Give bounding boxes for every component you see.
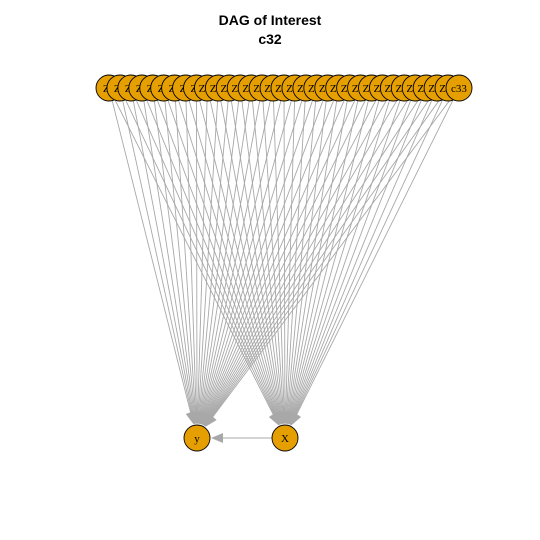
edge-x-to-y [211, 433, 272, 443]
edge-line [291, 100, 401, 418]
edge-z27-to-y [203, 99, 388, 426]
edge-line [135, 99, 277, 419]
edge-line [207, 98, 399, 420]
edge-line [294, 99, 454, 419]
edge-line [201, 100, 282, 417]
edge-z13-to-x [241, 100, 287, 425]
edge-line [209, 98, 441, 421]
edge-line [285, 100, 306, 417]
node-circle [271, 424, 299, 452]
edge-line [287, 100, 327, 417]
edge-line [289, 100, 359, 417]
edge-line [167, 100, 279, 418]
node-label: y [194, 433, 200, 445]
edge-line [290, 100, 380, 417]
edge-line [208, 98, 409, 420]
edge-line [292, 99, 422, 418]
edge-z5-to-y [153, 100, 199, 425]
node-y: y [183, 424, 211, 452]
edge-line [293, 99, 433, 419]
edge-line [197, 100, 219, 417]
edge-line [203, 100, 303, 418]
node-label: c33 [451, 83, 467, 95]
edge-line [185, 100, 197, 417]
edge-line [205, 99, 356, 419]
edge-line [164, 100, 196, 417]
edge-line [156, 100, 278, 418]
edge-line [200, 100, 261, 417]
edge-line [251, 100, 284, 417]
edge-line [111, 100, 193, 417]
edge-line [206, 99, 367, 419]
edge-line [206, 99, 377, 419]
edge-line [292, 100, 412, 418]
node-x: X [271, 424, 299, 452]
edge-line [205, 99, 345, 419]
edge-line [146, 99, 278, 418]
edge-z4-to-y [143, 100, 198, 425]
edge-z30-to-x [290, 99, 422, 426]
edge-line [262, 100, 285, 417]
edge-arrowhead [291, 412, 302, 426]
node-circle [183, 424, 211, 452]
edge-line [204, 100, 324, 418]
edge-line [286, 100, 317, 417]
edge-line [288, 100, 348, 417]
edge-z32-to-x [290, 99, 443, 426]
edge-line [197, 100, 208, 417]
node-layer: Z1Z2Z3Z4Z5Z6Z7Z8Z9Z10Z11Z12Z13Z14Z15Z16Z… [95, 74, 473, 452]
edge-line [188, 100, 280, 417]
edge-line [291, 100, 390, 418]
edge-line [209, 100, 281, 417]
edge-line [178, 100, 279, 418]
edge-line [293, 99, 443, 419]
edge-line [198, 100, 229, 417]
edge-line [203, 100, 314, 418]
edge-line [199, 100, 250, 417]
edge-line [208, 98, 420, 420]
edge-line [287, 100, 338, 417]
edge-line [201, 100, 271, 417]
edge-line [175, 100, 197, 417]
node-circle [445, 74, 473, 102]
edge-line [199, 100, 240, 417]
edge-arrowhead [211, 433, 223, 443]
edge-line [230, 100, 282, 417]
edge-line [143, 100, 195, 417]
edge-z21-to-y [201, 100, 324, 425]
node-label: X [281, 433, 289, 445]
edge-line [125, 99, 277, 419]
edge-line [207, 99, 388, 420]
edge-line [122, 100, 193, 417]
edge-layer [111, 98, 454, 443]
edge-line [283, 100, 286, 417]
edge-arrowhead [205, 414, 217, 427]
edge-line [132, 100, 194, 417]
edge-line [153, 100, 195, 417]
edge-line [199, 100, 281, 417]
edge-line [241, 100, 283, 417]
edge-line [202, 100, 292, 417]
edge-line [289, 100, 369, 417]
node-c33: c33 [445, 74, 473, 102]
figure-subtitle: c32 [258, 31, 282, 47]
edge-c33-to-x [291, 99, 454, 426]
edge-line [273, 100, 285, 417]
edge-line [114, 99, 276, 419]
edge-line [220, 100, 282, 417]
edge-c33-to-y [205, 98, 452, 427]
figure-title: DAG of Interest [218, 12, 322, 28]
edge-line [209, 98, 431, 421]
edge-line [285, 100, 296, 417]
edge-line [209, 98, 452, 421]
edge-z12-to-y [194, 100, 229, 425]
edge-line [204, 99, 335, 418]
